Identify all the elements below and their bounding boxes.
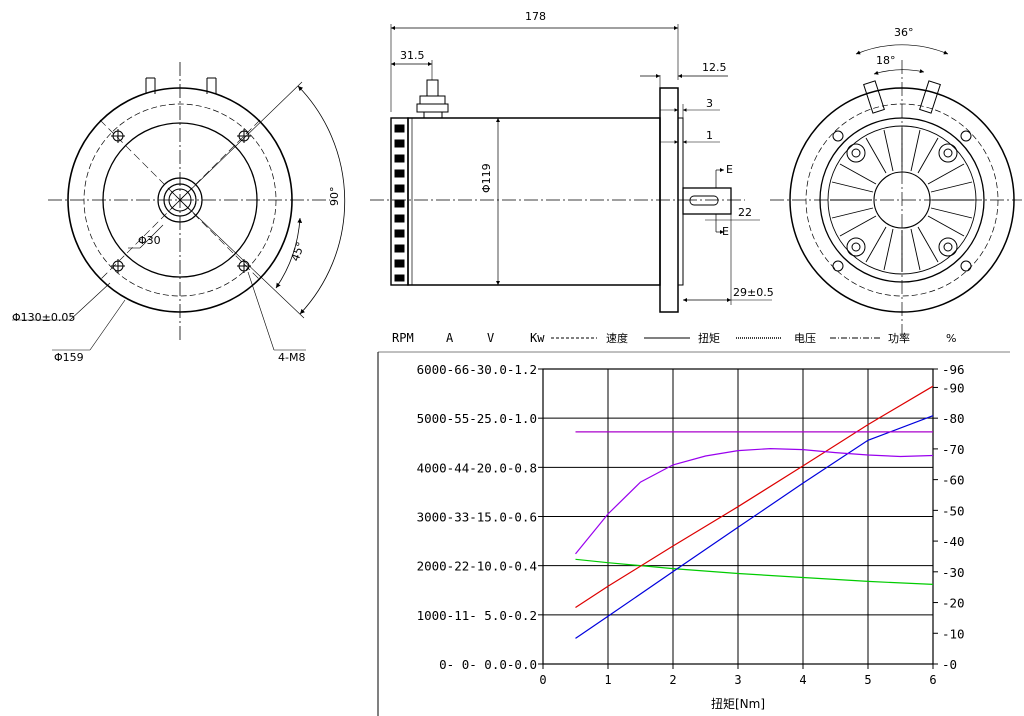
cooling-slots xyxy=(830,128,974,272)
right-tick-label: -70 xyxy=(942,442,965,457)
legend-speed: 速度 xyxy=(606,331,628,345)
x-tick-label: 5 xyxy=(864,673,871,687)
dim-outer-diameter: Φ159 xyxy=(54,351,84,364)
shaft xyxy=(682,187,732,215)
dim-bolt-circle: Φ130±0.05 xyxy=(12,311,75,324)
section-e-bottom: E xyxy=(722,225,729,238)
rear-bolt-holes xyxy=(832,130,972,272)
terminal-studs xyxy=(145,77,217,94)
left-tick-label: 1000-11- 5.0-0.2 xyxy=(417,608,537,623)
left-tick-label: 3000-33-15.0-0.6 xyxy=(417,510,537,525)
legend-kw: Kw xyxy=(530,331,545,345)
dim-shaft-length: 29±0.5 xyxy=(733,286,774,299)
dim-3: 3 xyxy=(706,97,713,110)
right-tick-label: -50 xyxy=(942,503,965,518)
left-tick-label: 6000-66-30.0-1.2 xyxy=(417,362,537,377)
legend-torque: 扭矩 xyxy=(698,331,720,345)
dim-terminal-offset: 31.5 xyxy=(400,49,425,62)
side-view xyxy=(370,24,772,313)
terminal-stud xyxy=(416,79,449,119)
dim-angle-36: 36° xyxy=(894,26,914,39)
legend-a: A xyxy=(446,331,454,345)
dim-angle-90: 90° xyxy=(328,187,341,207)
series-line-4 xyxy=(575,447,934,555)
x-tick-label: 6 xyxy=(929,673,936,687)
legend-percent: % xyxy=(946,332,956,345)
legend-rpm: RPM xyxy=(392,331,414,345)
front-view xyxy=(12,62,346,351)
right-tick-label: -0 xyxy=(942,657,957,672)
dim-key-width: 22 xyxy=(738,206,752,219)
series-line-1 xyxy=(575,385,934,609)
x-tick-label: 3 xyxy=(734,673,741,687)
legend-power: 功率 xyxy=(888,331,910,345)
x-tick-label: 1 xyxy=(604,673,611,687)
rear-view xyxy=(770,44,1022,340)
right-tick-label: -30 xyxy=(942,565,965,580)
bolt-circle xyxy=(83,103,277,297)
x-tick-label: 0 xyxy=(539,673,546,687)
outer-flange-circle xyxy=(67,87,293,313)
section-e-top: E xyxy=(726,163,733,176)
dim-thread: 4-M8 xyxy=(278,351,305,364)
left-tick-label: 4000-44-20.0-0.8 xyxy=(417,460,537,475)
right-tick-label: -20 xyxy=(942,596,965,611)
body-circle xyxy=(102,122,258,278)
left-tick-label: 5000-55-25.0-1.0 xyxy=(417,411,537,426)
dim-body-diameter: Φ119 xyxy=(480,163,493,193)
right-tick-label: -96 xyxy=(942,362,965,377)
brush-holders xyxy=(846,143,958,257)
x-tick-label: 2 xyxy=(669,673,676,687)
dim-1: 1 xyxy=(706,129,713,142)
left-tick-label: 0- 0- 0.0-0.0 xyxy=(439,657,537,672)
series-line-2 xyxy=(575,415,934,639)
rear-terminals xyxy=(863,80,941,114)
legend-voltage: 电压 xyxy=(794,332,816,345)
dim-total-length: 178 xyxy=(525,10,546,23)
right-tick-label: -60 xyxy=(942,473,965,488)
legend-v: V xyxy=(487,331,494,345)
right-tick-label: -40 xyxy=(942,534,965,549)
dim-shaft-diameter: Φ30 xyxy=(138,234,161,247)
performance-chart: 0 1 2 3 4 5 6 0- 0- 0.0-0.0 1000-11- 5.0-0.2 2000… xyxy=(417,362,965,711)
dim-flange-thickness: 12.5 xyxy=(702,61,727,74)
right-tick-label: -90 xyxy=(942,380,965,395)
right-tick-label: -80 xyxy=(942,411,965,426)
series-line-0 xyxy=(575,558,934,585)
chart-legend: RPM A V Kw 速度 扭矩 电压 功率 % xyxy=(392,331,956,345)
x-tick-label: 4 xyxy=(799,673,806,687)
dim-angle-45: 45° xyxy=(289,240,308,263)
motor-body xyxy=(407,117,661,286)
dim-angle-18: 18° xyxy=(876,54,896,67)
left-tick-label: 2000-22-10.0-0.4 xyxy=(417,559,537,574)
x-axis-label: 扭矩[Nm] xyxy=(711,697,765,711)
right-tick-label: -10 xyxy=(942,626,965,641)
